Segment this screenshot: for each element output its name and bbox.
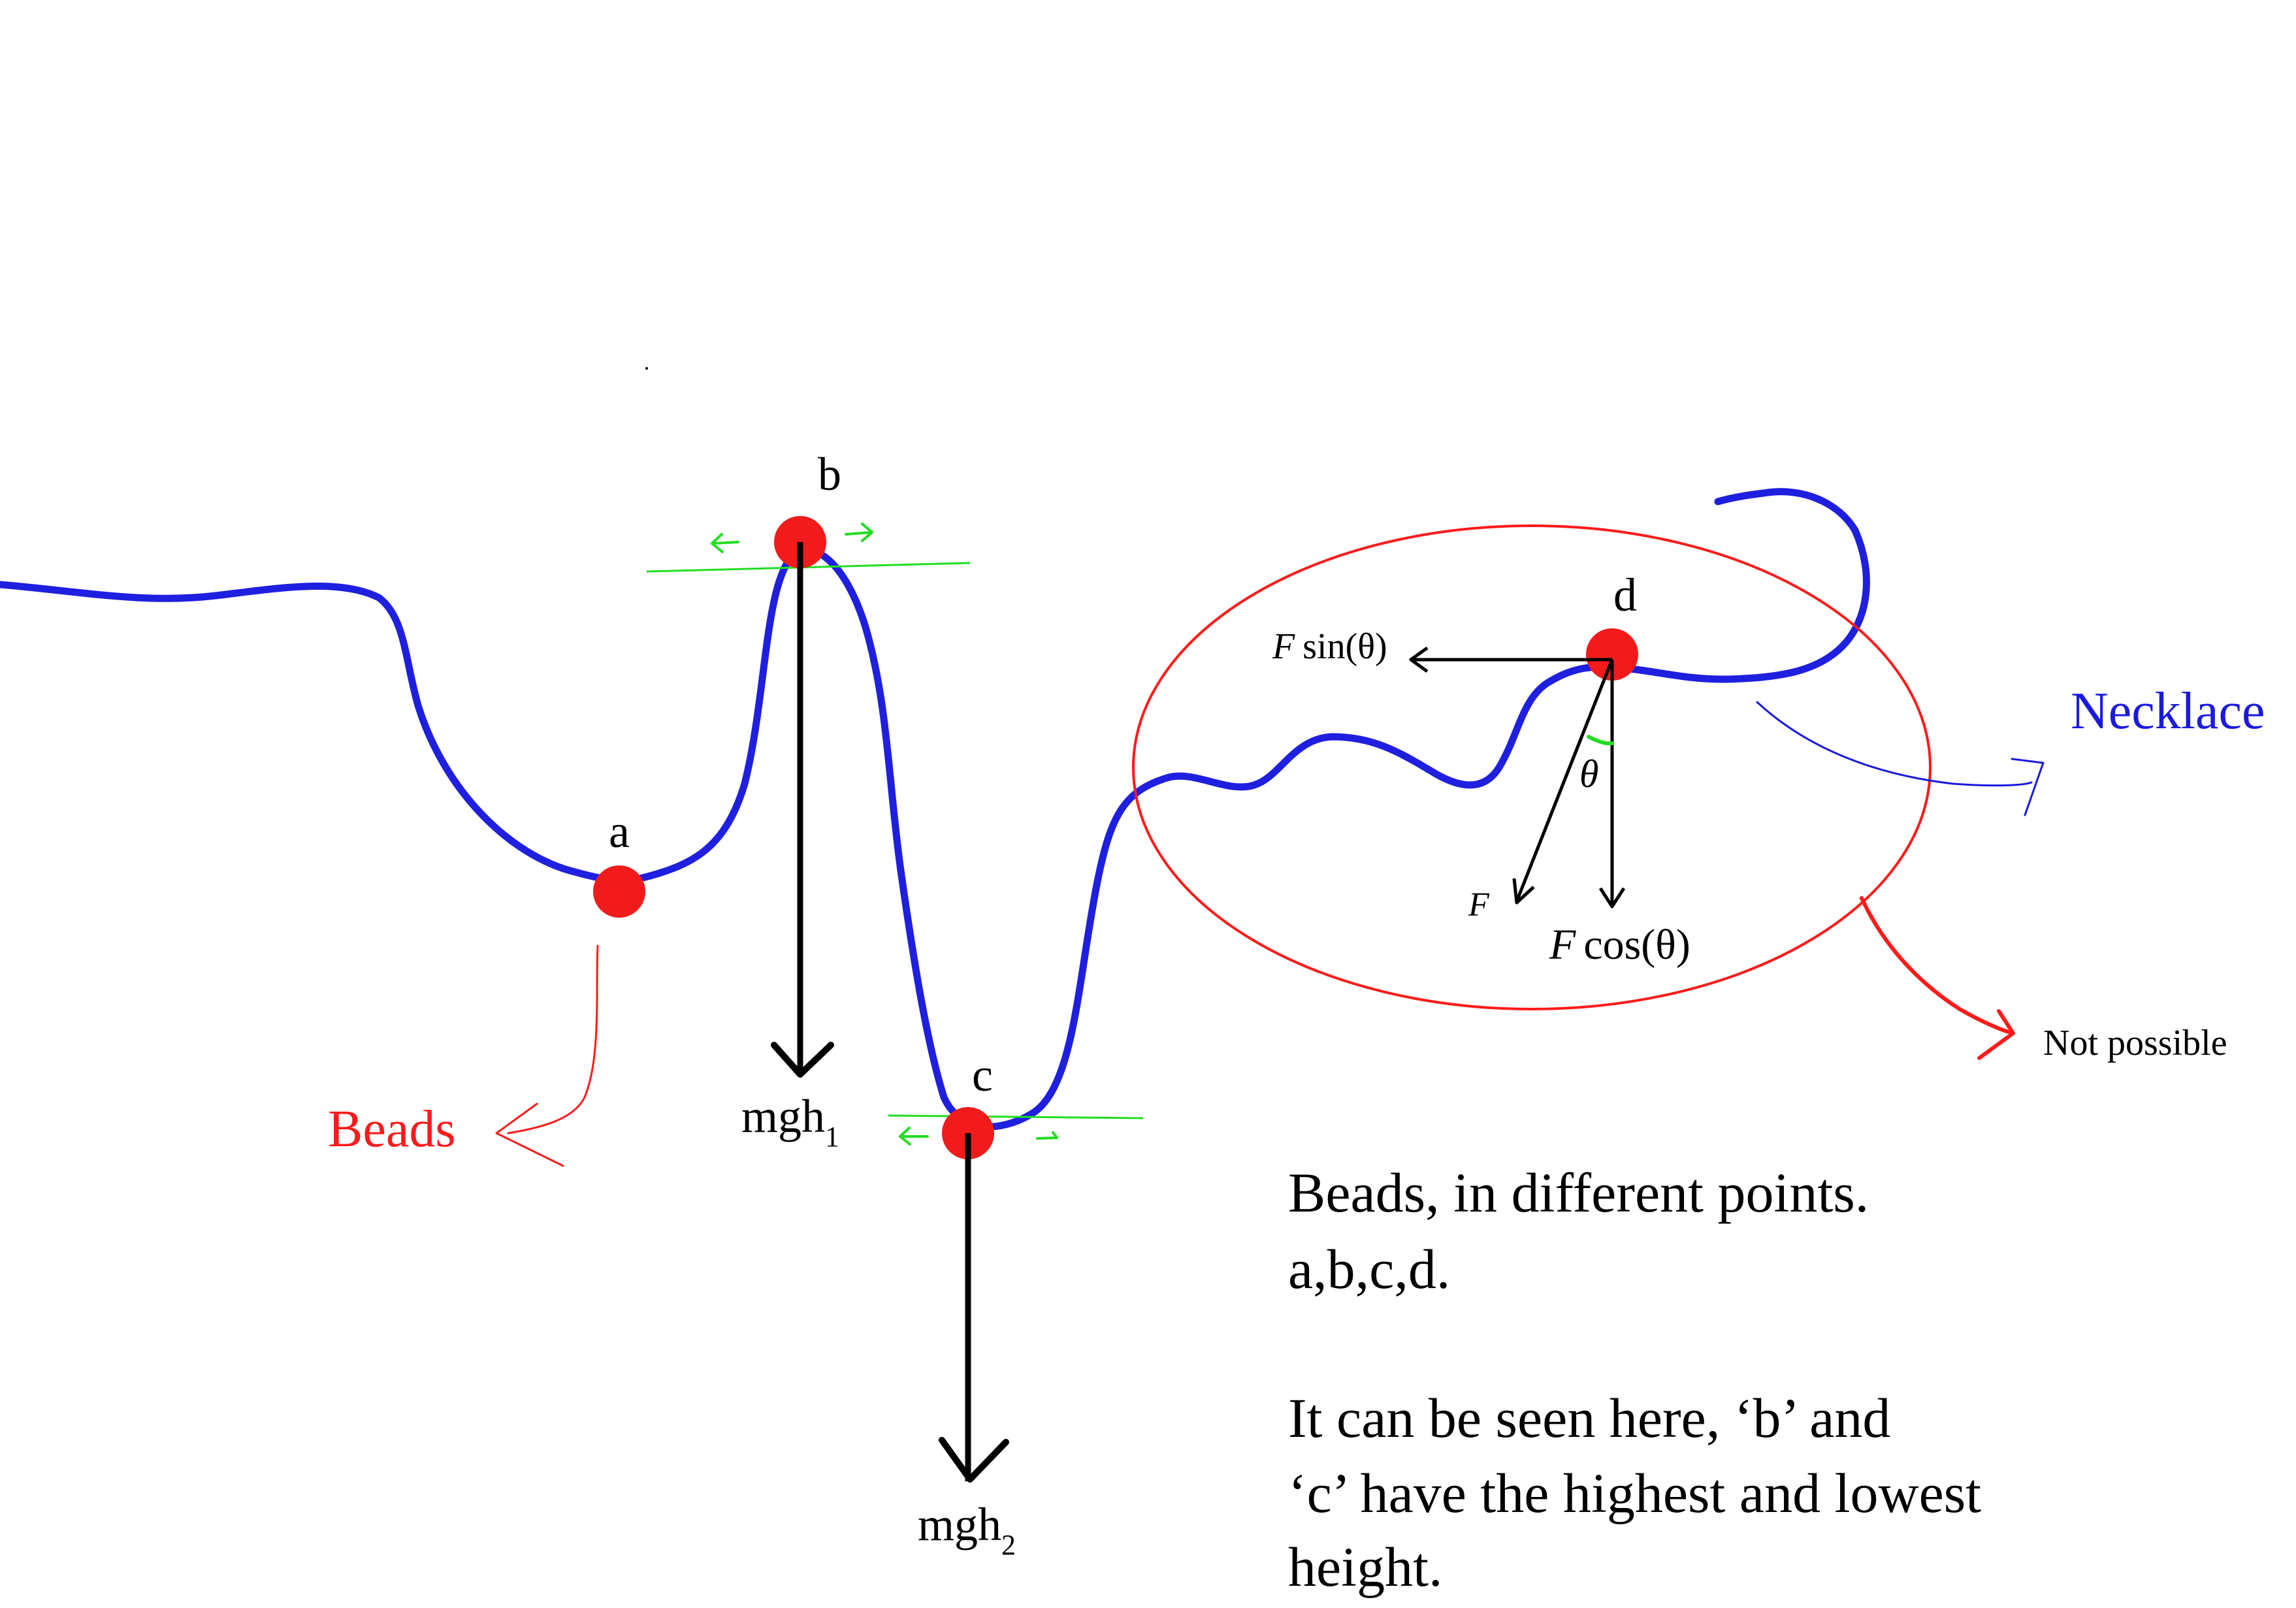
not-possible-pointer	[1860, 896, 2011, 1034]
bead-label-b: b	[818, 448, 841, 500]
not-possible-label: Not possible	[2043, 1023, 2227, 1063]
necklace-label: Necklace	[2071, 683, 2265, 740]
beads-pointer-arrowhead-icon	[495, 1102, 564, 1167]
bead-label-d: d	[1613, 569, 1637, 621]
tangent-line-b	[646, 562, 971, 573]
theta-arc	[1587, 735, 1614, 746]
necklace-pointer-arrowhead-icon	[2011, 758, 2045, 816]
caption: Beads, in different points. a,b,c,d. It …	[1288, 1161, 1981, 1598]
theta-label: θ	[1579, 752, 1598, 796]
left-arrow-b-icon	[711, 533, 739, 553]
force-f-sin-arrowhead-icon	[1409, 646, 1429, 673]
caption-line-4: ‘c’ have the highest and lowest	[1288, 1462, 1981, 1524]
necklace-pointer	[1756, 701, 2033, 787]
right-arrow-c-icon	[1036, 1131, 1058, 1140]
bead-a	[593, 865, 645, 918]
caption-line-1: Beads, in different points.	[1288, 1161, 1869, 1224]
left-arrow-c-icon	[899, 1127, 929, 1146]
stray-dot	[645, 367, 648, 370]
bead-label-a: a	[609, 805, 630, 858]
gravity-arrowhead-c-icon	[939, 1437, 1009, 1483]
mgh2-label: mgh2	[918, 1498, 1016, 1561]
gravity-arrowhead-b-icon	[771, 1042, 834, 1078]
force-f-arrow	[1515, 659, 1614, 902]
beads-pointer	[507, 944, 599, 1134]
caption-line-3: It can be seen here, ‘b’ and	[1288, 1387, 1890, 1449]
tangent-line-c	[888, 1114, 1144, 1119]
force-f-arrowhead-icon	[1512, 878, 1535, 905]
bead-label-c: c	[972, 1049, 993, 1101]
region-ellipse	[1132, 524, 1932, 1010]
f-label: F	[1468, 886, 1490, 924]
mgh1-label: mgh1	[741, 1090, 839, 1153]
necklace-curve	[0, 488, 1870, 1131]
bead-d	[1586, 628, 1638, 681]
caption-line-5: height.	[1288, 1536, 1442, 1598]
force-f-cos-arrowhead-icon	[1598, 887, 1626, 909]
right-arrow-b-icon	[845, 523, 873, 542]
beads-label: Beads	[328, 1101, 456, 1158]
not-possible-pointer-arrowhead-icon	[1977, 1009, 2015, 1060]
caption-line-2: a,b,c,d.	[1288, 1238, 1450, 1300]
